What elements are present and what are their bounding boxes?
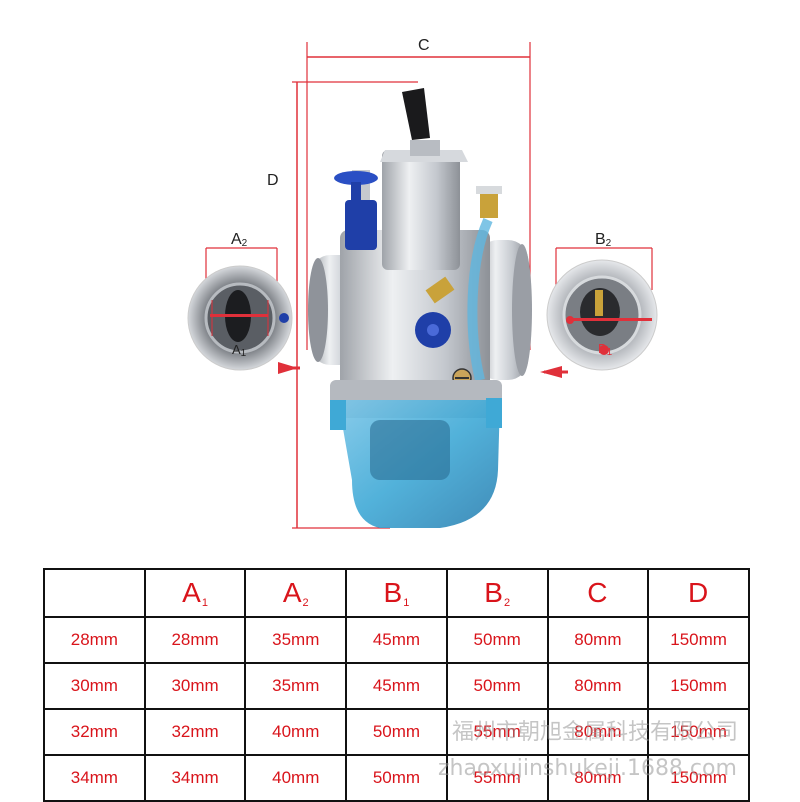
- table-cell: 28mm: [143, 616, 247, 664]
- label-a2: A2: [231, 231, 248, 249]
- table-cell: 150mm: [647, 708, 750, 756]
- table-cell: 40mm: [244, 708, 348, 756]
- spec-table: A1 A2 B1 B2 C D 28mm 28mm 35mm 45mm 50mm…: [43, 568, 750, 802]
- table-header-cell: [43, 568, 146, 618]
- product-diagram: C D A2 A1 B2 B1: [187, 37, 658, 529]
- flow-arrows: [278, 362, 568, 378]
- table-header-cell: A1: [143, 568, 247, 618]
- dimension-d: [292, 81, 418, 529]
- table-header-cell: B1: [345, 568, 448, 618]
- table-cell: 35mm: [244, 616, 348, 664]
- table-cell: 30mm: [143, 662, 247, 710]
- table-row: 32mm 32mm 40mm 50mm 55mm 80mm 150mm: [43, 708, 750, 756]
- table-cell: 45mm: [345, 616, 448, 664]
- table-cell: 50mm: [445, 616, 549, 664]
- table-cell: 50mm: [345, 754, 448, 802]
- table-header-cell: D: [647, 568, 750, 618]
- table-cell: 80mm: [546, 708, 650, 756]
- table-cell: 32mm: [43, 708, 146, 756]
- table-cell: 28mm: [43, 616, 146, 664]
- table-cell: 40mm: [244, 754, 348, 802]
- table-row: 30mm 30mm 35mm 45mm 50mm 80mm 150mm: [43, 662, 750, 710]
- inlet-port-inset: [187, 247, 293, 371]
- table-cell: 50mm: [445, 662, 549, 710]
- table-cell: 30mm: [43, 662, 146, 710]
- table-cell: 55mm: [445, 754, 549, 802]
- table-cell: 80mm: [546, 754, 650, 802]
- label-b1: B1: [598, 341, 613, 358]
- table-header-cell: C: [546, 568, 650, 618]
- table-cell: 50mm: [345, 708, 448, 756]
- carburetor-diagram-svg: [187, 42, 658, 529]
- label-a1: A1: [232, 342, 247, 359]
- table-row: 34mm 34mm 40mm 50mm 55mm 80mm 150mm: [43, 754, 750, 802]
- table-cell: 150mm: [647, 662, 750, 710]
- carburetor-body: [308, 88, 532, 418]
- table-cell: 34mm: [143, 754, 247, 802]
- table-cell: 32mm: [143, 708, 247, 756]
- label-d: D: [267, 172, 279, 189]
- table-cell: 150mm: [647, 616, 750, 664]
- table-header-row: A1 A2 B1 B2 C D: [43, 568, 750, 618]
- float-bowl: [330, 398, 502, 528]
- table-cell: 80mm: [546, 662, 650, 710]
- table-cell: 45mm: [345, 662, 448, 710]
- table-cell: 80mm: [546, 616, 650, 664]
- table-cell: 35mm: [244, 662, 348, 710]
- table-cell: 150mm: [647, 754, 750, 802]
- label-b2: B2: [595, 231, 612, 249]
- outlet-port-inset: [546, 247, 658, 371]
- table-header-cell: A2: [244, 568, 348, 618]
- table-row: 28mm 28mm 35mm 45mm 50mm 80mm 150mm: [43, 616, 750, 664]
- table-header-cell: B2: [445, 568, 549, 618]
- label-c: C: [418, 37, 430, 54]
- table-cell: 55mm: [445, 708, 549, 756]
- table-cell: 34mm: [43, 754, 146, 802]
